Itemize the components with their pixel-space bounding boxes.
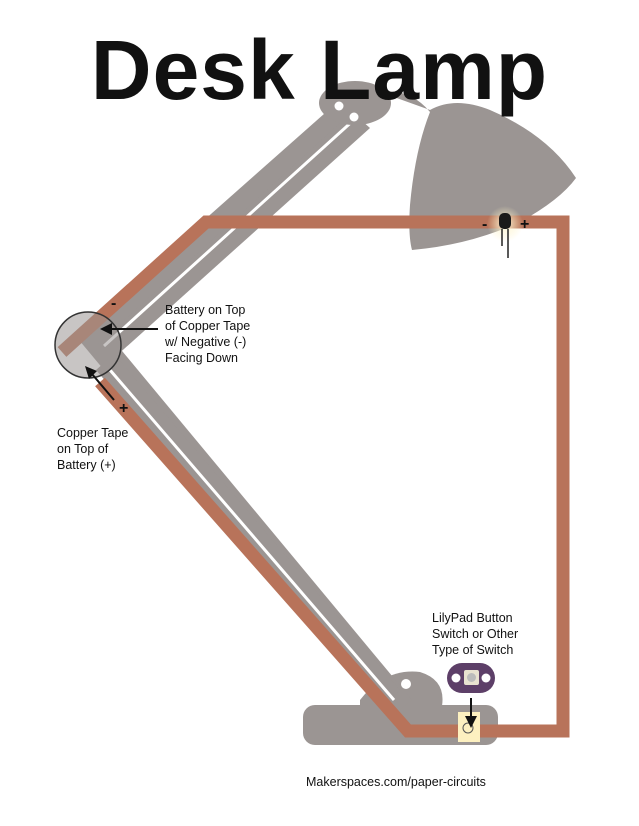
copper-tape-top	[57, 215, 570, 738]
head-joint	[319, 81, 391, 125]
copper-tape-annotation: Copper Tape on Top of Battery (+)	[57, 426, 129, 472]
switch-note-arrowhead	[465, 716, 477, 728]
lower-arm-gap	[108, 369, 396, 701]
switch-annotation: LilyPad Button Switch or Other Type of S…	[432, 611, 519, 657]
lamp-shade	[380, 91, 576, 250]
head-joint-hole-2	[349, 112, 359, 122]
copper-note-arrow	[91, 373, 115, 401]
copper-tape-bottom	[95, 377, 464, 738]
battery-annotation: Battery on Top of Copper Tape w/ Negativ…	[165, 303, 251, 365]
upper-arm-gap	[102, 116, 358, 348]
upper-arm-rod-inner	[98, 112, 370, 358]
base-hinge-hole	[401, 679, 411, 689]
page-title: Desk Lamp	[90, 23, 549, 117]
battery-minus-label: -	[111, 295, 117, 312]
footer-url: Makerspaces.com/paper-circuits	[306, 775, 486, 789]
led-minus-label: -	[482, 216, 488, 233]
lilypad-hole-left	[451, 673, 461, 683]
battery-note-arrowhead	[100, 323, 112, 335]
lilypad-hole-right	[481, 673, 491, 683]
led-body	[499, 213, 511, 229]
lilypad-button-cap	[467, 673, 476, 682]
led-plus-label: +	[520, 216, 530, 233]
battery-plus-label: +	[119, 400, 129, 417]
switch-contact	[462, 722, 474, 734]
copper-note-arrowhead	[85, 366, 97, 379]
head-joint-hole-1	[334, 101, 344, 111]
